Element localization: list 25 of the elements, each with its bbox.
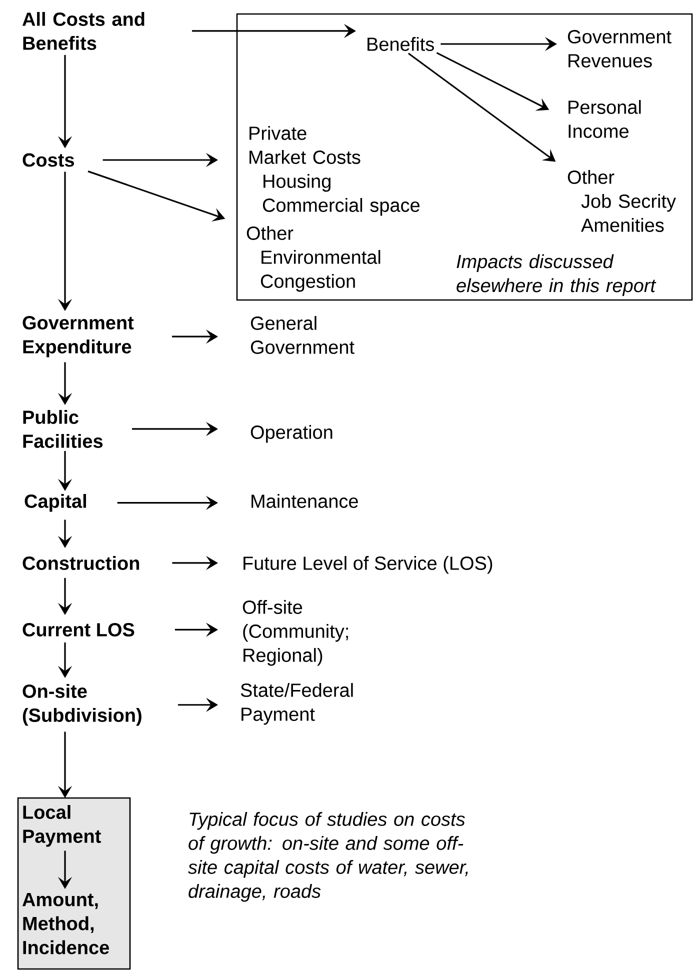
category-label: State/Federal Payment (240, 683, 353, 725)
step-label: Government Expenditure (22, 316, 134, 358)
category-list: Other Environmental Congestion (246, 226, 380, 292)
step-label: Costs (22, 153, 74, 167)
category-list: Other Job Secrity Amenities (568, 170, 676, 232)
category-label: General Government (250, 316, 354, 354)
category-label: Maintenance (252, 494, 358, 508)
step-label: On-site (Subdivision) (22, 684, 142, 726)
step-label: Construction (22, 556, 140, 570)
category-label: Benefits (368, 37, 434, 51)
category-list: Private Market Costs Housing Commercial space (250, 126, 420, 216)
step-label: Public Facilities (23, 410, 103, 448)
step-label: All Costs and Benefits (22, 12, 144, 50)
category-label: Operation (250, 425, 332, 443)
note-text: Typical focus of studies on costs of growth: on-site and some off-site capital costs of water, sewer, drainage, roads (188, 812, 468, 902)
category-label: Off-site (Community; Regional) (242, 600, 348, 666)
note-text: Impacts discussed elsewhere in this report (456, 254, 656, 296)
category-label: Future Level of Service (LOS) (244, 556, 492, 574)
step-label: Current LOS (22, 623, 134, 636)
step-label: Amount, Method, Incidence (22, 893, 109, 954)
shaded-box (17, 797, 131, 970)
category-label: Personal Income (568, 100, 641, 138)
step-label: Local Payment (23, 805, 101, 847)
category-label: Government Revenues (568, 30, 672, 68)
step-label: Capital (24, 494, 86, 512)
